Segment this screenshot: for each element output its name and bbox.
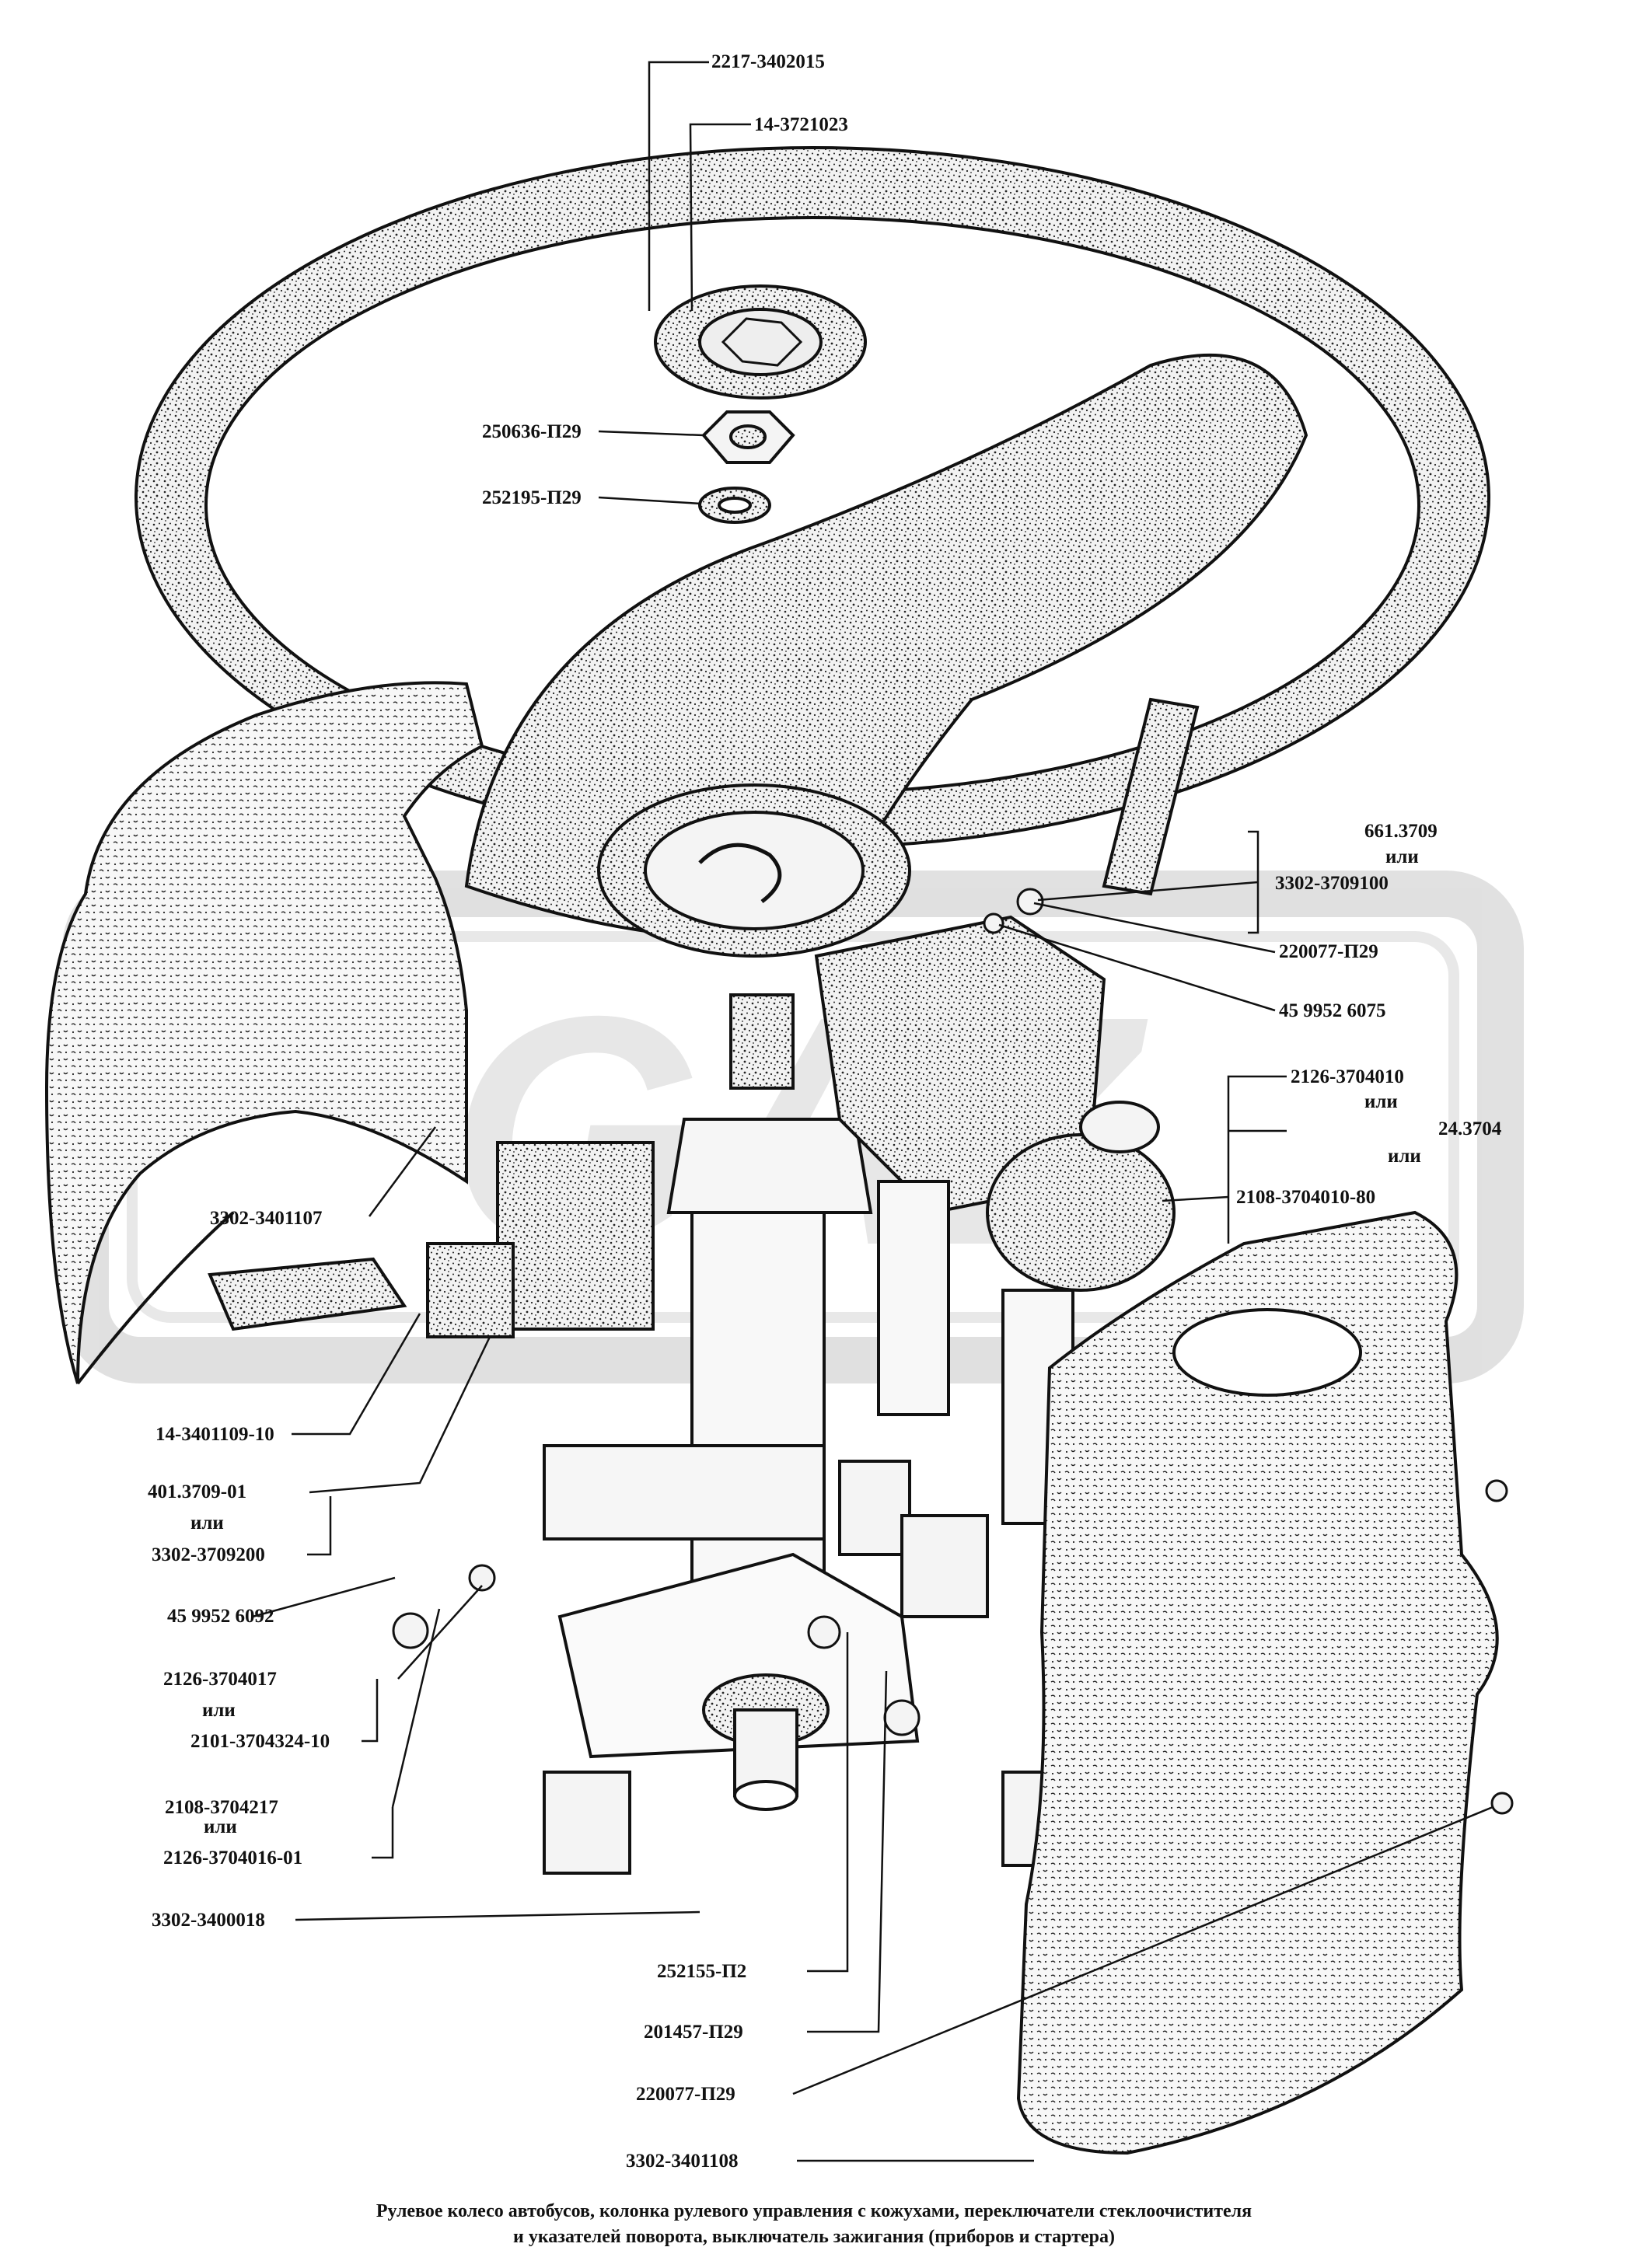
label-nut: 250636-П29 [482, 421, 582, 442]
label-column: 3302-3400018 [152, 1910, 265, 1931]
label-ignition-or-b: или [1388, 1146, 1421, 1167]
label-horn-cap: 14-3721023 [754, 114, 848, 135]
label-bolt-bottom: 201457-П29 [644, 2022, 743, 2043]
steering-wheel [135, 146, 1490, 958]
label-upper-shroud: 3302-3401107 [210, 1208, 323, 1229]
label-screw-right-top: 220077-П29 [1279, 941, 1378, 962]
label-washer-bottom: 252155-П2 [657, 1961, 747, 1982]
label-bracket-a: 2108-3704217 [165, 1797, 278, 1818]
label-washer-top: 252195-П29 [482, 487, 582, 508]
label-turn-switch-b: 3302-3709200 [152, 1544, 265, 1565]
caption-line-2: и указателей поворота, выключатель зажиг… [513, 2227, 1115, 2247]
label-lock-a: 2126-3704017 [163, 1669, 277, 1690]
label-wiper-switch-or: или [1385, 846, 1419, 867]
label-left-lever: 14-3401109-10 [155, 1424, 274, 1445]
label-ignition-b: 24.3704 [1438, 1118, 1502, 1139]
label-turn-switch-or: или [190, 1513, 224, 1534]
label-ignition-c: 2108-3704010-80 [1236, 1187, 1376, 1208]
nut [701, 410, 795, 464]
leader-lines [252, 61, 1493, 2162]
label-lower-shroud: 3302-3401108 [626, 2151, 739, 2172]
caption-line-1: Рулевое колесо автобусов, колонка рулево… [376, 2201, 1252, 2221]
label-wiper-switch-b: 3302-3709100 [1275, 873, 1389, 894]
steering-column [543, 993, 920, 1811]
small-fasteners [392, 888, 1514, 1815]
label-bolt-left: 45 9952 6092 [167, 1606, 274, 1627]
horn-cap [654, 284, 867, 400]
label-ignition-or-a: или [1364, 1091, 1398, 1112]
upper-shroud [44, 681, 484, 1385]
label-lock-b: 2101-3704324-10 [190, 1731, 330, 1752]
label-turn-switch-a: 401.3709-01 [148, 1481, 247, 1502]
label-bracket-b: 2126-3704016-01 [163, 1848, 303, 1868]
label-screw-bottom: 220077-П29 [636, 2084, 735, 2105]
label-bolt-right: 45 9952 6075 [1279, 1000, 1386, 1021]
label-lock-or: или [202, 1700, 236, 1721]
label-bracket-or: или [204, 1816, 237, 1837]
label-ignition-a: 2126-3704010 [1291, 1066, 1404, 1087]
label-wiper-switch-a: 661.3709 [1364, 821, 1438, 842]
wiper-switch [814, 697, 1200, 1416]
label-steering-wheel: 2217-3402015 [711, 51, 825, 72]
washer-top [698, 487, 771, 524]
turn-signal-switch [208, 1141, 655, 1338]
lower-shroud [1016, 1210, 1499, 2155]
